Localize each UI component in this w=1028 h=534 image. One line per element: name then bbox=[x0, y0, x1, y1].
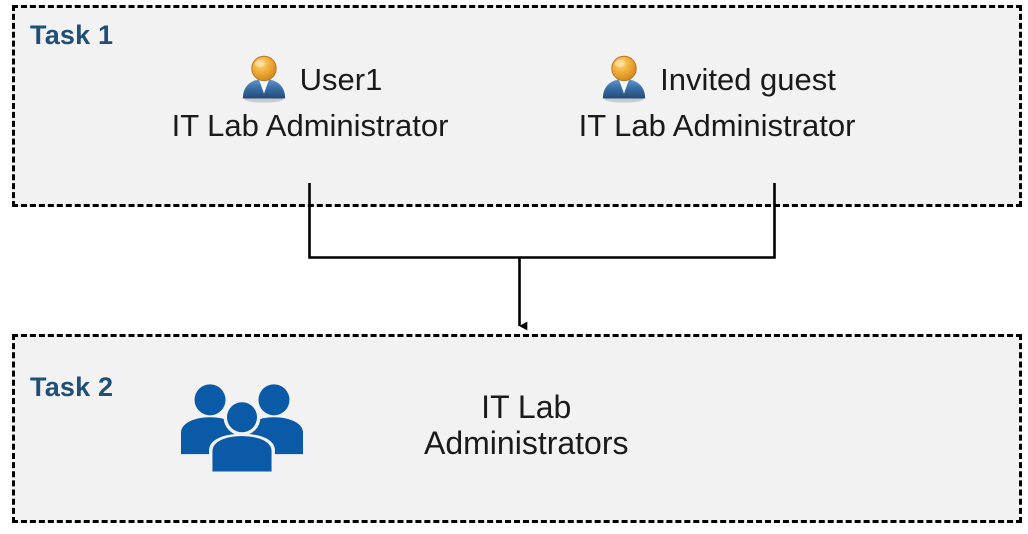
person-row: User1 bbox=[130, 50, 490, 108]
person-name: User1 bbox=[299, 61, 383, 97]
person-card-user1: User1 IT Lab Administrator bbox=[130, 50, 490, 143]
person-row: Invited guest bbox=[537, 50, 897, 108]
group-card-it-lab-administrators: IT Lab Administrators bbox=[180, 380, 820, 472]
person-card-invited-guest: Invited guest IT Lab Administrator bbox=[537, 50, 897, 143]
task-1-label: Task 1 bbox=[30, 20, 114, 50]
person-role: IT Lab Administrator bbox=[171, 108, 449, 143]
user-icon bbox=[602, 55, 646, 103]
user-group-icon bbox=[180, 384, 304, 472]
group-name: IT Lab Administrators bbox=[424, 389, 629, 461]
person-role: IT Lab Administrator bbox=[578, 108, 856, 143]
task-2-label: Task 2 bbox=[30, 372, 114, 402]
person-name: Invited guest bbox=[660, 61, 836, 97]
task-1-container bbox=[12, 5, 1022, 207]
user-icon bbox=[242, 55, 285, 103]
task-2-container bbox=[12, 334, 1022, 523]
